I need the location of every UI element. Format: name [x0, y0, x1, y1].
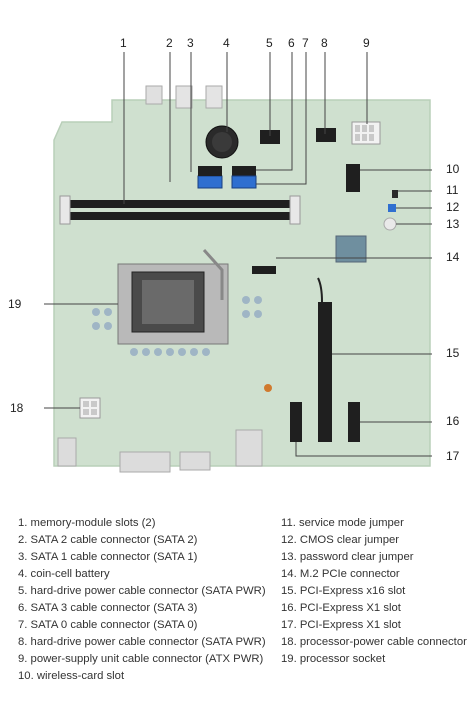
callout-1: 1 — [120, 36, 127, 50]
callout-5: 5 — [266, 36, 273, 50]
callout-10: 10 — [446, 162, 460, 176]
sata-power-connector-1 — [260, 130, 280, 144]
rear-io-left — [57, 437, 77, 467]
callout-2: 2 — [166, 36, 173, 50]
legend-item-17: 17. PCI-Express X1 slot — [281, 619, 401, 631]
legend-item-2: 2. SATA 2 cable connector (SATA 2) — [18, 534, 198, 546]
callout-8: 8 — [321, 36, 328, 50]
callout-15: 15 — [446, 346, 460, 360]
wireless-card-slot — [346, 164, 360, 192]
legend-item-9: 9. power-supply unit cable connector (AT… — [18, 653, 264, 665]
sata-2-connector — [197, 175, 223, 189]
leader-lines — [44, 52, 432, 457]
callout-14: 14 — [446, 250, 460, 264]
legend-item-19: 19. processor socket — [281, 653, 386, 665]
legend-left-column: 1. memory-module slots (2) 2. SATA 2 cab… — [18, 515, 280, 685]
leader-6 — [256, 52, 293, 171]
motherboard-board — [53, 99, 431, 467]
legend-item-6: 6. SATA 3 cable connector (SATA 3) — [18, 602, 198, 614]
rear-io-usb-1 — [175, 85, 193, 109]
memory-module-slots — [59, 195, 301, 225]
legend-item-14: 14. M.2 PCIe connector — [281, 568, 400, 580]
leader-7 — [256, 52, 307, 185]
cmos-clear-jumper — [388, 204, 396, 212]
legend-item-13: 13. password clear jumper — [281, 551, 414, 563]
m2-pcie-connector — [252, 266, 276, 274]
memory-slot-1 — [64, 200, 296, 208]
service-mode-jumper — [392, 190, 398, 198]
legend-item-4: 4. coin-cell battery — [18, 568, 110, 580]
callout-12: 12 — [446, 200, 460, 214]
sata-0-connector — [231, 175, 257, 189]
pcie-x1-slot-2 — [290, 402, 302, 442]
legend-item-8: 8. hard-drive power cable connector (SAT… — [18, 636, 266, 648]
pcie-x16-slot — [318, 302, 332, 442]
legend-item-10: 10. wireless-card slot — [18, 670, 125, 682]
callout-16: 16 — [446, 414, 460, 428]
callout-6: 6 — [288, 36, 295, 50]
memory-slot-latch-right — [289, 195, 301, 225]
legend-item-7: 7. SATA 0 cable connector (SATA 0) — [18, 619, 198, 631]
rear-io-bottom-3 — [235, 429, 263, 467]
callout-3: 3 — [187, 36, 194, 50]
rear-io-bottom-1 — [119, 451, 171, 473]
processor-socket-icon — [117, 248, 229, 345]
callout-18: 18 — [10, 401, 24, 415]
legend-item-16: 16. PCI-Express X1 slot — [281, 602, 401, 614]
sata-power-connector-2 — [316, 128, 336, 142]
callout-11: 11 — [446, 183, 459, 197]
callout-17: 17 — [446, 449, 460, 463]
callout-9: 9 — [363, 36, 370, 50]
legend-item-5: 5. hard-drive power cable connector (SAT… — [18, 585, 266, 597]
legend-item-1: 1. memory-module slots (2) — [18, 517, 156, 529]
legend-right-column: 11. service mode jumper 12. CMOS clear j… — [281, 515, 473, 668]
rear-io-usb-2 — [205, 85, 223, 109]
board-mount-hole — [264, 384, 272, 392]
password-clear-jumper — [383, 217, 397, 231]
callout-7: 7 — [302, 36, 309, 50]
memory-slot-2 — [64, 212, 296, 220]
memory-slot-latch-left — [59, 195, 71, 225]
pcie-x1-slot-1 — [348, 402, 360, 442]
motherboard-diagram — [44, 52, 432, 473]
legend-item-3: 3. SATA 1 cable connector (SATA 1) — [18, 551, 198, 563]
sata-1-connector — [198, 166, 222, 176]
callout-19: 19 — [8, 297, 22, 311]
sata-3-connector — [232, 166, 256, 176]
legend-item-11: 11. service mode jumper — [281, 517, 404, 529]
callout-13: 13 — [446, 217, 460, 231]
rear-io-audio — [145, 85, 163, 105]
callout-4: 4 — [223, 36, 230, 50]
legend-item-12: 12. CMOS clear jumper — [281, 534, 400, 546]
legend-item-15: 15. PCI-Express x16 slot — [281, 585, 406, 597]
rear-io-bottom-2 — [179, 451, 211, 471]
leader-17 — [295, 442, 432, 457]
legend-item-18: 18. processor-power cable connector — [281, 636, 467, 648]
